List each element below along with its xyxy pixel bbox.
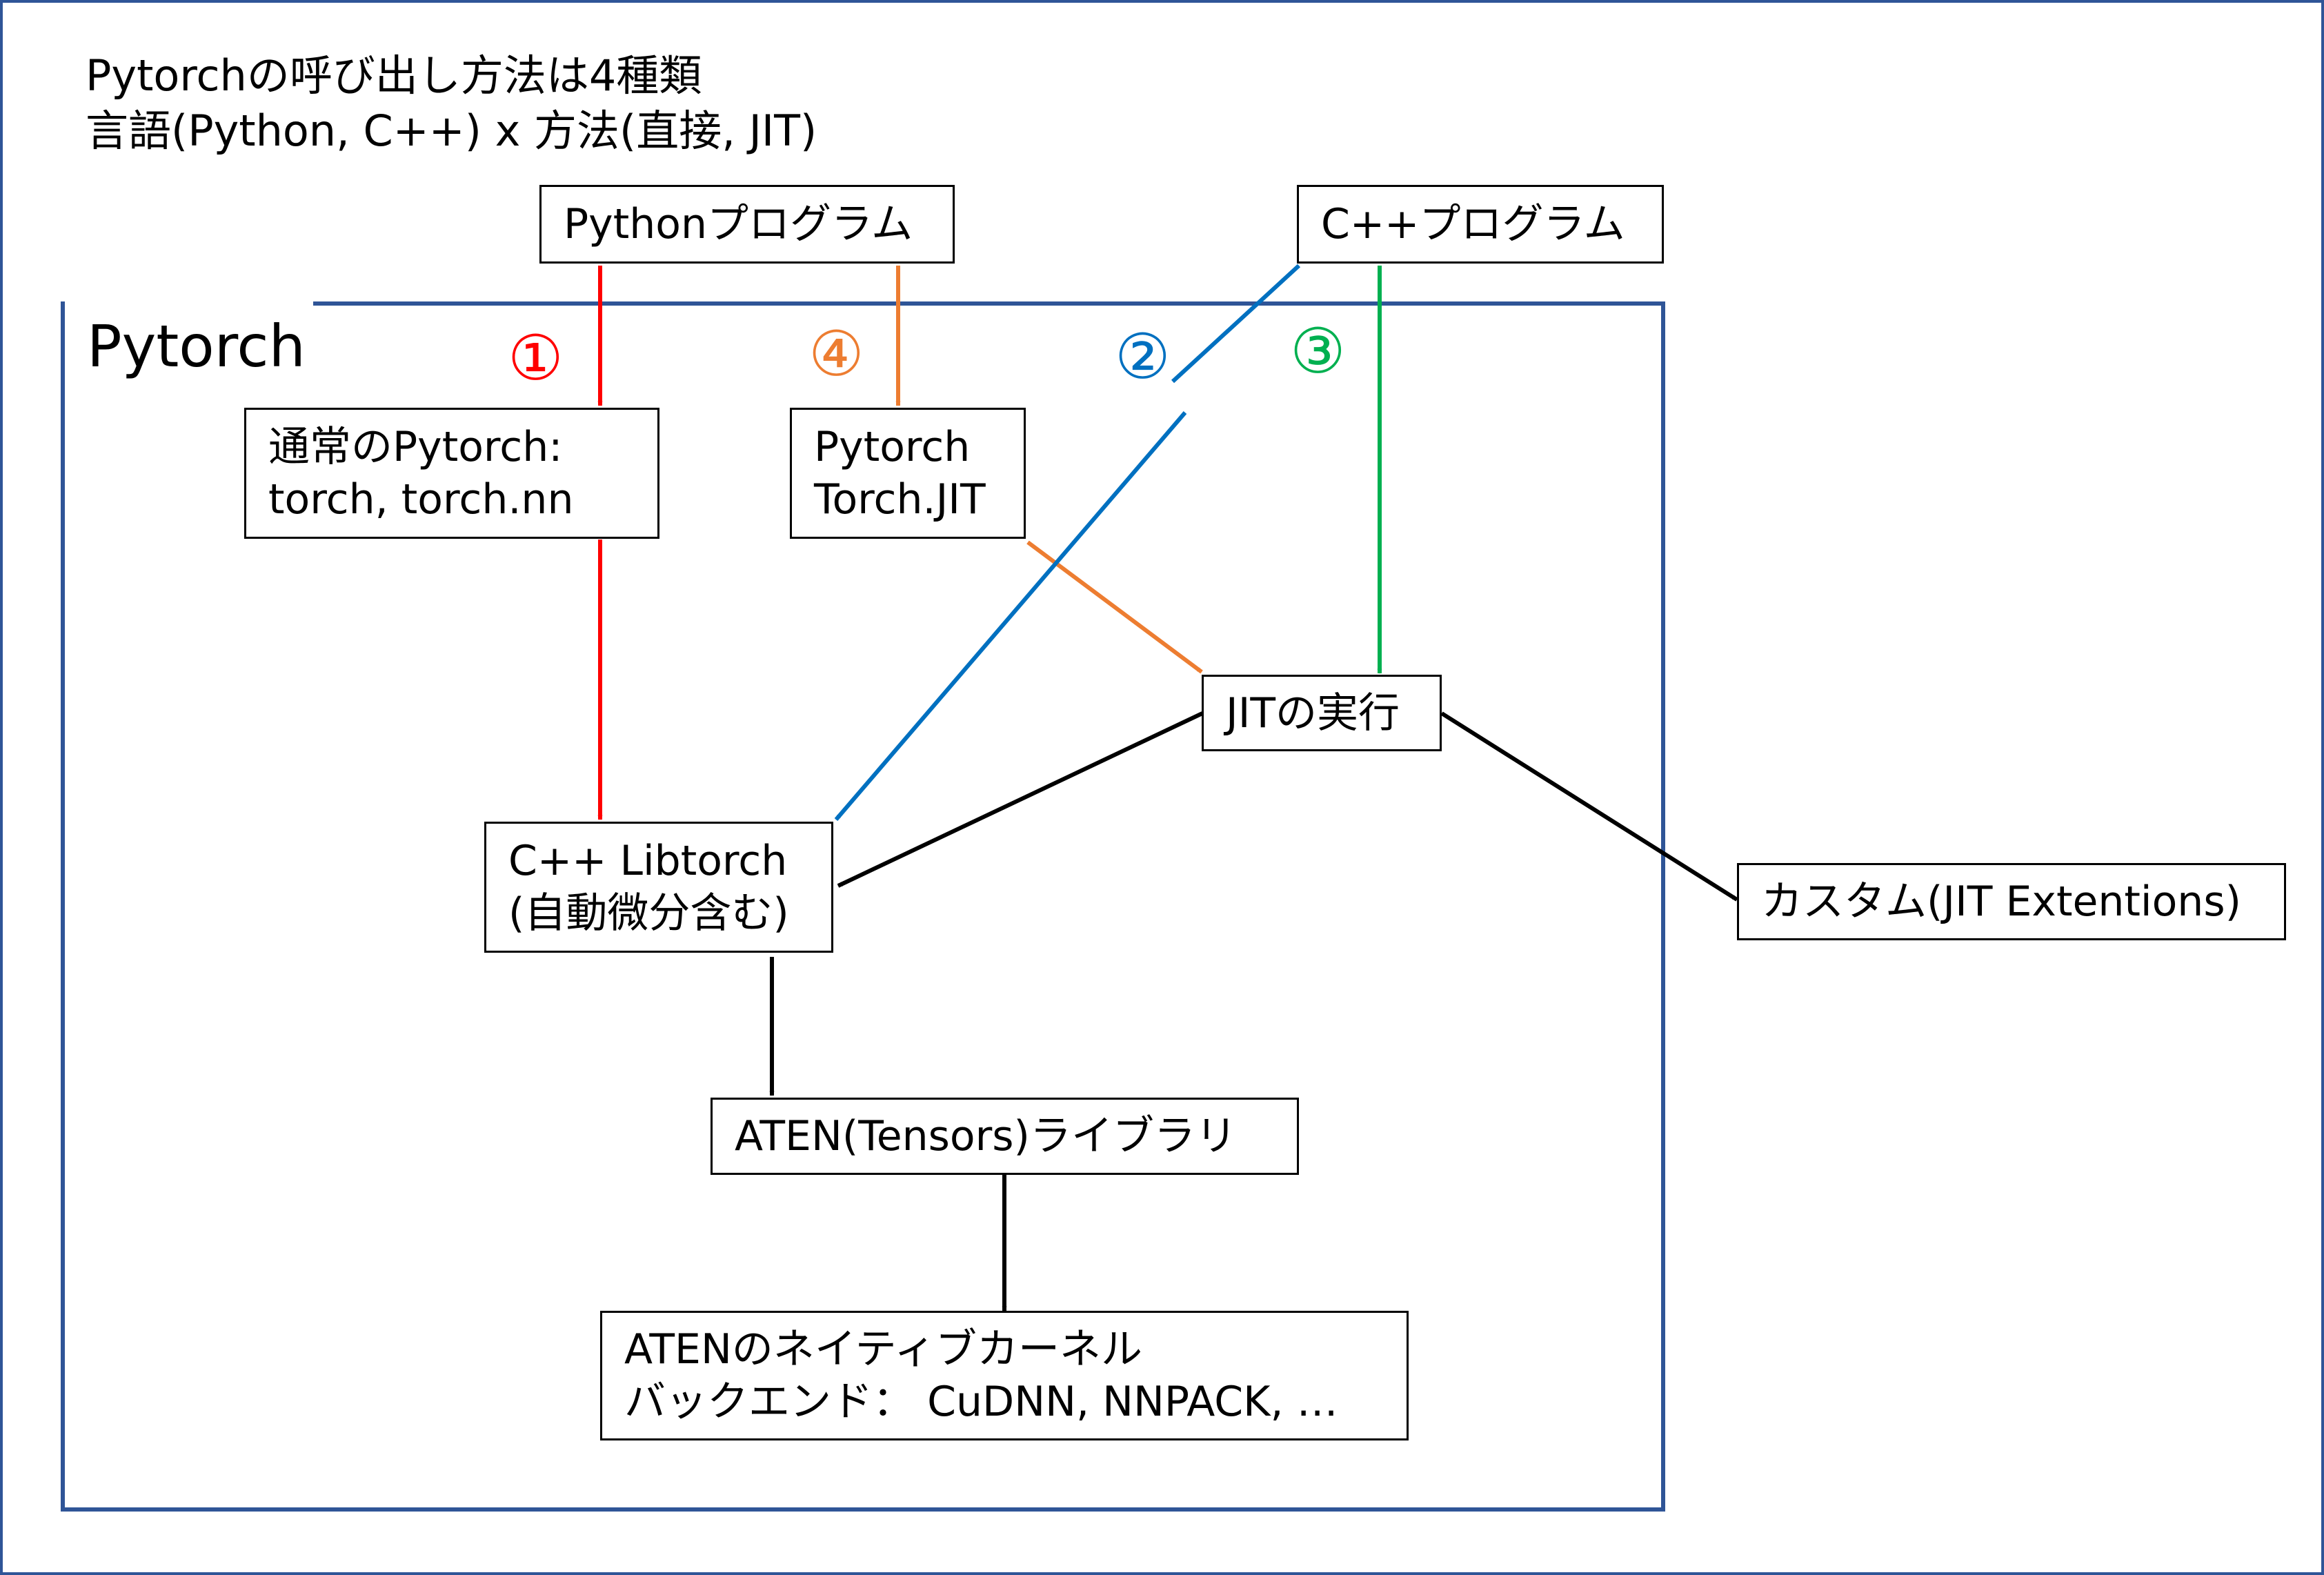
cpp-program-box: C++プログラム — [1297, 185, 1664, 264]
normal-pytorch-line-2: torch, torch.nn — [268, 475, 574, 524]
edge-torch-jit-to-jit-exec — [1026, 540, 1203, 674]
jit-exec-box: JITの実行 — [1202, 675, 1442, 751]
aten-kernel-line-2: バックエンド： CuDNN, NNPACK, … — [624, 1378, 1338, 1426]
route-1-label: ① — [508, 322, 564, 395]
jit-exec-label: JITの実行 — [1226, 689, 1400, 737]
aten-library-box: ATEN(Tensors)ライブラリ — [711, 1098, 1299, 1175]
edge-jit-exec-to-libtorch — [837, 711, 1204, 888]
aten-kernel-line-1: ATENのネイティブカーネル — [624, 1325, 1143, 1374]
libtorch-line-2: (自動微分含む) — [508, 889, 789, 938]
normal-pytorch-line-1: 通常のPytorch: — [268, 423, 563, 471]
pytorch-frame — [61, 301, 1665, 1512]
libtorch-line-1: C++ Libtorch — [508, 837, 788, 885]
header-line-2: 言語(Python, C++) x 方法(直接, JIT) — [86, 106, 817, 156]
torch-jit-box: Pytorch Torch.JIT — [790, 408, 1026, 539]
route-3-label: ③ — [1290, 315, 1346, 388]
custom-jit-extensions-label: カスタム(JIT Extentions) — [1761, 878, 2242, 926]
libtorch-box: C++ Libtorch (自動微分含む) — [484, 822, 833, 953]
pytorch-label-background — [65, 298, 313, 395]
python-program-box: Pythonプログラム — [539, 185, 955, 264]
edge-jit-exec-to-custom — [1440, 711, 1738, 902]
normal-pytorch-box: 通常のPytorch: torch, torch.nn — [244, 408, 659, 539]
aten-library-label: ATEN(Tensors)ライブラリ — [735, 1112, 1237, 1160]
edge-cpp-to-libtorch-segment-1 — [1171, 264, 1301, 384]
cpp-program-label: C++プログラム — [1321, 200, 1625, 248]
route-4-label: ④ — [808, 318, 864, 390]
pytorch-frame-label: Pytorch — [87, 313, 306, 380]
torch-jit-line-2: Torch.JIT — [814, 475, 986, 524]
python-program-label: Pythonプログラム — [564, 200, 913, 248]
torch-jit-line-1: Pytorch — [814, 423, 971, 471]
header-line-1: Pytorchの呼び出し方法は4種類 — [86, 50, 702, 101]
edge-cpp-to-libtorch-segment-2 — [834, 411, 1187, 821]
route-2-label: ② — [1115, 321, 1171, 393]
aten-kernel-box: ATENのネイティブカーネル バックエンド： CuDNN, NNPACK, … — [600, 1311, 1409, 1440]
custom-jit-extensions-box: カスタム(JIT Extentions) — [1737, 863, 2286, 940]
